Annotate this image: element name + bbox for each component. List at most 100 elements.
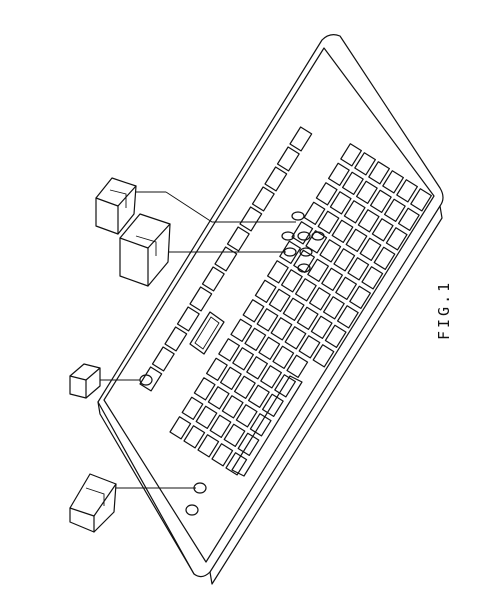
key	[340, 143, 362, 167]
figure-label: FIG.1	[435, 279, 453, 340]
key-stem-sockets	[139, 211, 325, 516]
key	[207, 386, 230, 410]
key	[226, 226, 250, 252]
space-bar	[231, 375, 303, 477]
key	[382, 170, 404, 194]
key	[206, 357, 228, 381]
key	[356, 180, 378, 204]
key	[239, 206, 263, 232]
key	[321, 267, 343, 291]
key	[268, 288, 291, 312]
key	[370, 189, 392, 213]
key	[398, 207, 420, 231]
key	[333, 248, 356, 272]
key	[342, 171, 364, 195]
key	[251, 186, 275, 212]
key	[195, 405, 218, 429]
key	[284, 326, 307, 350]
key	[232, 347, 254, 371]
key	[343, 200, 366, 224]
key	[176, 306, 200, 332]
key	[272, 345, 295, 369]
key	[296, 306, 319, 330]
key	[242, 299, 265, 323]
key	[337, 305, 359, 329]
key	[214, 246, 238, 272]
key	[324, 324, 347, 348]
key	[164, 326, 188, 352]
key	[335, 276, 357, 300]
key	[189, 286, 213, 312]
key	[359, 237, 382, 261]
key	[244, 327, 267, 351]
key	[139, 366, 163, 392]
key	[218, 338, 240, 362]
key	[225, 452, 248, 476]
key	[264, 166, 288, 192]
key	[310, 315, 333, 339]
exploded-keycap-3	[69, 363, 140, 399]
exploded-keycap-2	[119, 213, 286, 287]
key	[220, 366, 242, 390]
key	[289, 126, 313, 152]
key	[256, 308, 279, 332]
key	[293, 249, 315, 273]
key	[276, 146, 300, 172]
key	[201, 266, 225, 292]
key	[371, 218, 394, 242]
key	[319, 239, 342, 263]
exploded-keycap-1	[95, 177, 296, 235]
key	[246, 356, 268, 380]
key	[291, 221, 314, 245]
key	[260, 365, 282, 389]
exploded-keycap-4	[69, 473, 196, 533]
key	[183, 425, 206, 449]
key	[354, 152, 376, 176]
key	[345, 228, 368, 252]
key	[328, 162, 350, 186]
logo-plate	[189, 311, 225, 355]
key	[254, 279, 277, 303]
key	[281, 269, 303, 293]
key	[258, 336, 281, 360]
key	[286, 354, 309, 378]
key	[221, 395, 244, 419]
key	[349, 285, 371, 309]
key	[368, 161, 390, 185]
key	[151, 346, 175, 372]
key	[317, 210, 340, 234]
key	[169, 416, 192, 440]
key	[270, 317, 293, 341]
key	[279, 240, 301, 264]
key	[373, 246, 396, 270]
key	[295, 278, 317, 302]
key	[309, 287, 331, 311]
key	[209, 414, 232, 438]
key	[267, 260, 289, 284]
key	[329, 191, 352, 215]
key	[249, 413, 272, 437]
key	[357, 209, 380, 233]
main-key-field	[169, 143, 432, 476]
key	[315, 182, 338, 206]
key	[197, 434, 220, 458]
function-key-row	[139, 126, 313, 392]
key	[193, 377, 216, 401]
key	[307, 258, 329, 282]
key	[396, 179, 418, 203]
key	[274, 374, 296, 398]
key	[223, 423, 246, 447]
key	[312, 344, 335, 368]
key	[384, 198, 406, 222]
key	[181, 396, 204, 420]
key	[230, 318, 253, 342]
key	[331, 219, 354, 243]
key	[237, 432, 260, 456]
key	[361, 266, 384, 290]
key	[410, 188, 432, 212]
key	[385, 227, 408, 251]
key	[347, 257, 370, 281]
key	[211, 443, 234, 467]
key	[298, 335, 321, 359]
